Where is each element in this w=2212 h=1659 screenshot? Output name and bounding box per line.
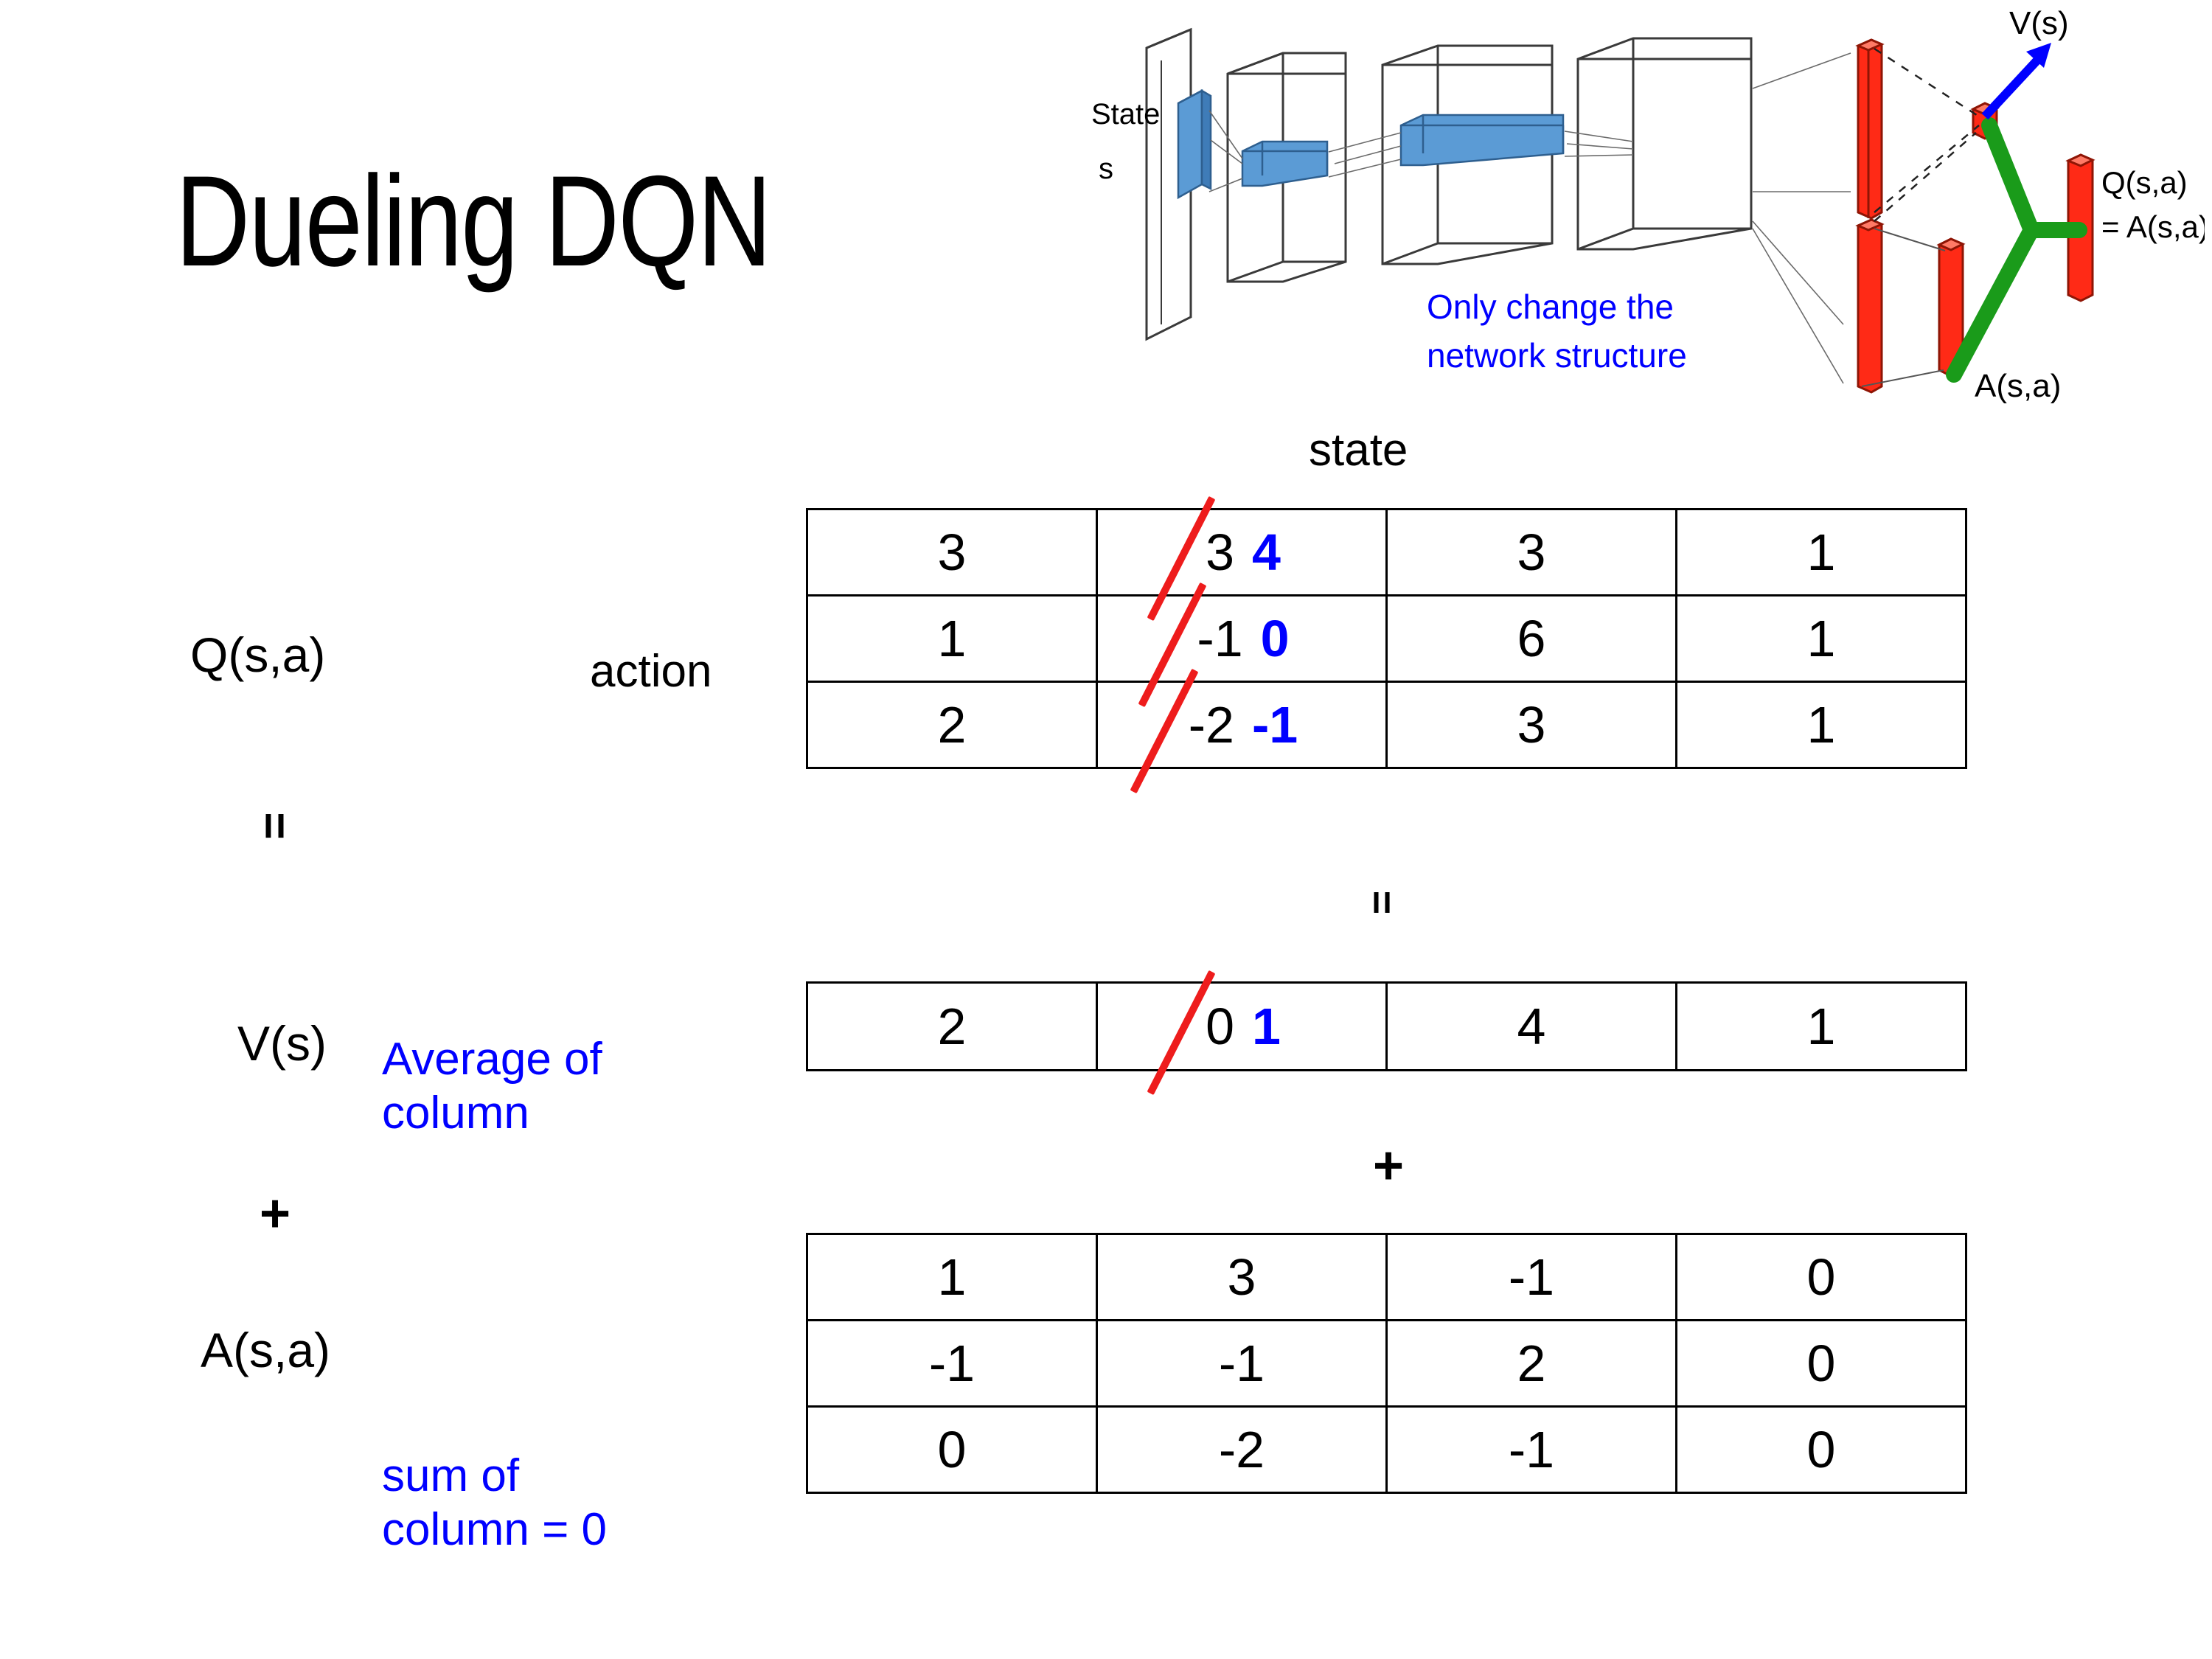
table-cell: 1 (1675, 508, 1967, 597)
equals-sign-left: = (248, 812, 302, 840)
table-cell: 1 (1675, 981, 1967, 1071)
table-cell: -2 -1 (1096, 668, 1388, 794)
struck-old-value: -1 (1138, 582, 1245, 708)
page-title: Dueling DQN (175, 150, 772, 293)
average-of-column-note: Average of column (382, 1032, 602, 1140)
diagram-a-output-label: A(s,a) (1975, 368, 2061, 404)
table-cell: -1 (1385, 1233, 1677, 1321)
table-cell: 0 (1675, 1405, 1967, 1494)
edited-cell: -1 0 (1138, 582, 1290, 708)
edited-cell: -2 -1 (1130, 668, 1298, 794)
diagram-note-line1: Only change the (1427, 288, 1674, 326)
table-cell: 3 (1096, 1233, 1388, 1321)
table-cell: -1 (806, 1319, 1098, 1408)
table-cell: -2 (1096, 1405, 1388, 1494)
action-axis-label: action (590, 646, 712, 697)
table-cell: 4 (1385, 981, 1677, 1071)
table-cell: -1 (1385, 1405, 1677, 1494)
table-cell: 2 (806, 681, 1098, 769)
diagram-q-output-label-line1: Q(s,a) (2101, 165, 2188, 200)
dueling-network-diagram: State s V(s) A(s,a) Q(s,a) = A(s,a)+V(s)… (1091, 7, 2205, 406)
q-function-label: Q(s,a) (190, 627, 326, 682)
diagram-state-label-line1: State (1091, 98, 1160, 131)
table-cell: 2 (806, 981, 1098, 1071)
corrected-new-value: 4 (1252, 524, 1281, 581)
plus-sign-middle: + (1373, 1136, 1405, 1195)
table-cell: 1 (1675, 681, 1967, 769)
sum-of-column-note: sum of column = 0 (382, 1449, 607, 1557)
diagram-q-output-label-line2: = A(s,a)+V(s) (2101, 209, 2205, 244)
table-cell: -1 0 (1096, 582, 1388, 708)
table-cell: 2 (1385, 1319, 1677, 1408)
diagram-state-label-line2: s (1099, 153, 1113, 185)
corrected-new-value: -1 (1252, 696, 1298, 754)
equals-sign-middle: = (1359, 890, 1406, 915)
table-cell: 1 (1675, 594, 1967, 683)
corrected-new-value: 0 (1260, 610, 1290, 667)
average-note-line1: Average of (382, 1034, 602, 1085)
table-cell: 1 (806, 594, 1098, 683)
corrected-new-value: 1 (1252, 998, 1281, 1055)
table-cell: -1 (1096, 1319, 1388, 1408)
strikethrough-icon (1130, 668, 1199, 794)
state-axis-label: state (1309, 425, 1408, 476)
plus-sign-left: + (260, 1184, 291, 1243)
table-cell: 0 (1675, 1233, 1967, 1321)
table-cell: 3 (1385, 681, 1677, 769)
table-cell: 3 (806, 508, 1098, 597)
v-function-label: V(s) (237, 1016, 327, 1071)
diagram-note-line2: network structure (1427, 336, 1687, 375)
diagram-v-output-label: V(s) (2009, 7, 2069, 41)
sum-note-line1: sum of (382, 1450, 520, 1501)
struck-old-value: 3 (1147, 495, 1237, 622)
strikethrough-icon (1147, 970, 1216, 1096)
struck-old-value: 0 (1147, 970, 1237, 1096)
table-cell: 0 (806, 1405, 1098, 1494)
table-cell: 1 (806, 1233, 1098, 1321)
table-cell: 0 (1675, 1319, 1967, 1408)
table-cell: 3 (1385, 508, 1677, 597)
struck-old-value: -2 (1130, 668, 1237, 794)
average-note-line2: column (382, 1088, 529, 1139)
sum-note-line2: column = 0 (382, 1504, 608, 1556)
advantage-function-label: A(s,a) (201, 1323, 331, 1377)
table-cell: 6 (1385, 594, 1677, 683)
